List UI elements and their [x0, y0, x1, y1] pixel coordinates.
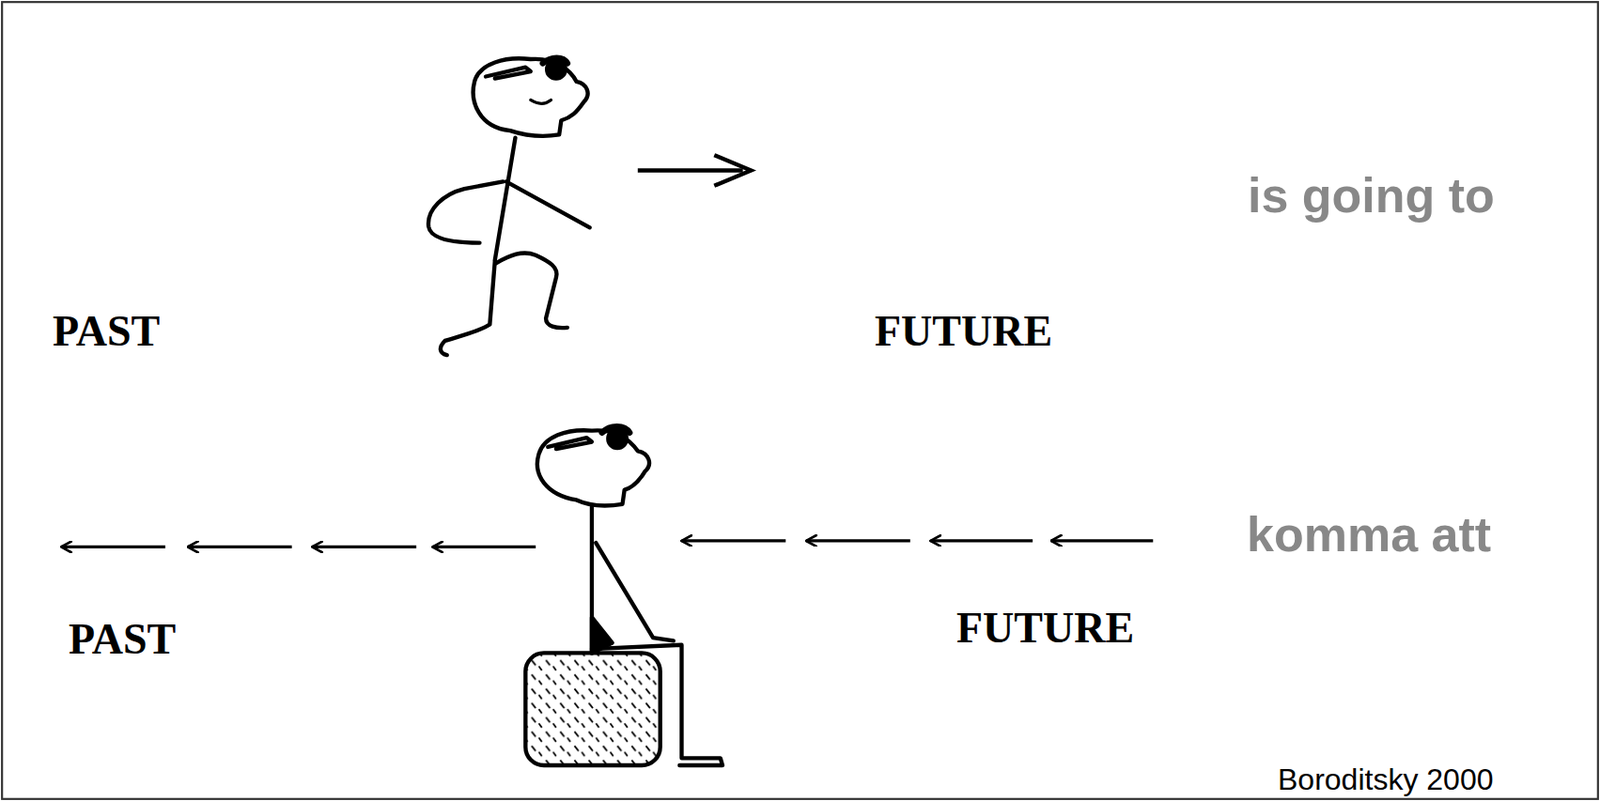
verb-phrase: is going to — [1247, 170, 1495, 220]
mouth — [530, 99, 552, 104]
time-arrow — [931, 539, 1034, 543]
eye — [607, 429, 627, 449]
time-arrow — [1051, 539, 1154, 543]
arm — [428, 181, 503, 243]
axis-label: PAST — [68, 618, 176, 662]
time-arrow — [806, 539, 911, 543]
time-arrow — [187, 545, 293, 549]
glasses — [547, 437, 592, 450]
hair — [602, 426, 630, 434]
glasses — [485, 67, 531, 79]
leg — [496, 252, 568, 328]
walking-figure — [428, 58, 591, 356]
verb-phrase: komma att — [1246, 510, 1492, 560]
time-arrow — [311, 545, 417, 549]
arm — [506, 181, 591, 228]
head — [537, 430, 650, 506]
citation: Boroditsky 2000 — [1277, 764, 1493, 795]
body — [495, 138, 516, 261]
stool — [525, 652, 660, 766]
leg — [440, 261, 496, 356]
time-arrow — [682, 539, 787, 543]
axis-label: PAST — [52, 310, 160, 354]
eye — [546, 60, 566, 79]
arrow-head — [714, 155, 751, 187]
axis-label: FUTURE — [874, 310, 1053, 354]
hair — [543, 58, 568, 64]
time-flow-arrows — [61, 541, 1153, 548]
motion-arrow — [637, 168, 744, 172]
axis-label: FUTURE — [956, 606, 1134, 651]
arm — [595, 543, 674, 641]
head — [473, 58, 589, 137]
time-arrow — [61, 545, 166, 549]
time-arrow — [433, 545, 537, 549]
